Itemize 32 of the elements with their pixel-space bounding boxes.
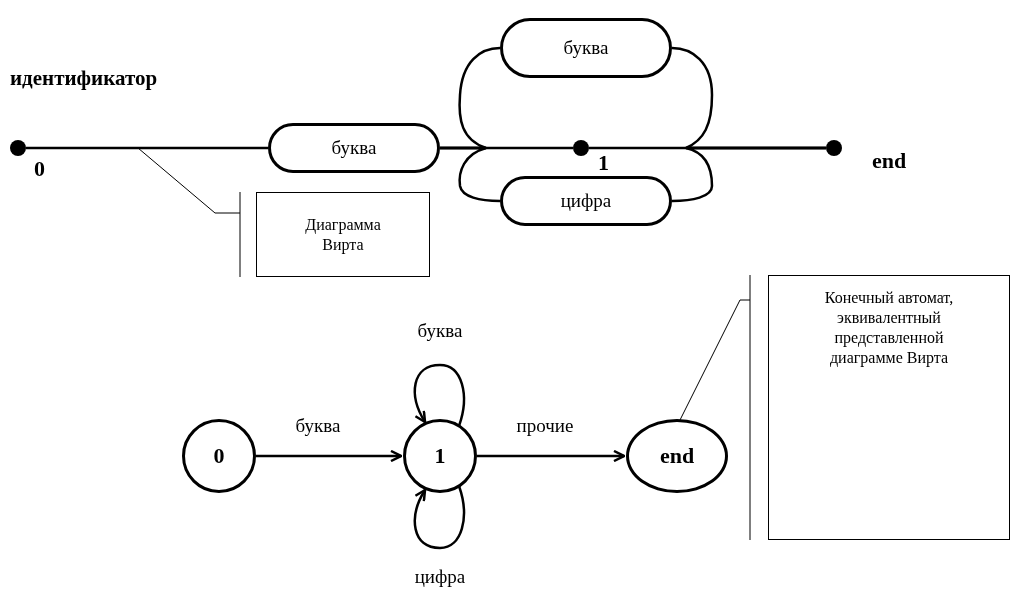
node-label: цифра	[560, 189, 612, 213]
edge-label: буква	[293, 415, 343, 437]
note-box	[256, 192, 430, 277]
node-label: Диаграмма Вирта	[304, 214, 382, 255]
junction-dot	[826, 140, 842, 156]
arrow	[477, 449, 626, 463]
terminal-pill	[500, 18, 672, 78]
connector-line	[440, 146, 501, 203]
loop-arrow	[413, 363, 466, 427]
node-label: 1	[434, 442, 446, 470]
node-label: Конечный автомат, эквивалентный представленной диаграмме Вирта	[823, 288, 955, 368]
junction-dot	[10, 140, 26, 156]
connector-line	[26, 146, 268, 150]
node-label: буква	[331, 136, 377, 160]
terminal-pill	[268, 123, 440, 173]
loop-arrow	[413, 485, 466, 550]
note-box	[768, 275, 1010, 540]
node-label: 0	[213, 442, 225, 470]
edge-label: буква	[415, 320, 465, 342]
edge-label: цифра	[412, 566, 468, 588]
leader-line	[679, 274, 751, 541]
connector-line	[671, 146, 826, 203]
junction-dot	[573, 140, 589, 156]
terminal-pill	[500, 176, 672, 226]
diagram-title: идентификатор	[10, 66, 158, 91]
node-label: буква	[563, 36, 609, 60]
node-caption: 1	[598, 152, 609, 174]
node-caption: end	[872, 150, 907, 172]
arrow	[256, 449, 403, 463]
node-caption: 0	[34, 158, 45, 180]
leader-line	[137, 147, 241, 278]
node-label: end	[659, 442, 695, 470]
